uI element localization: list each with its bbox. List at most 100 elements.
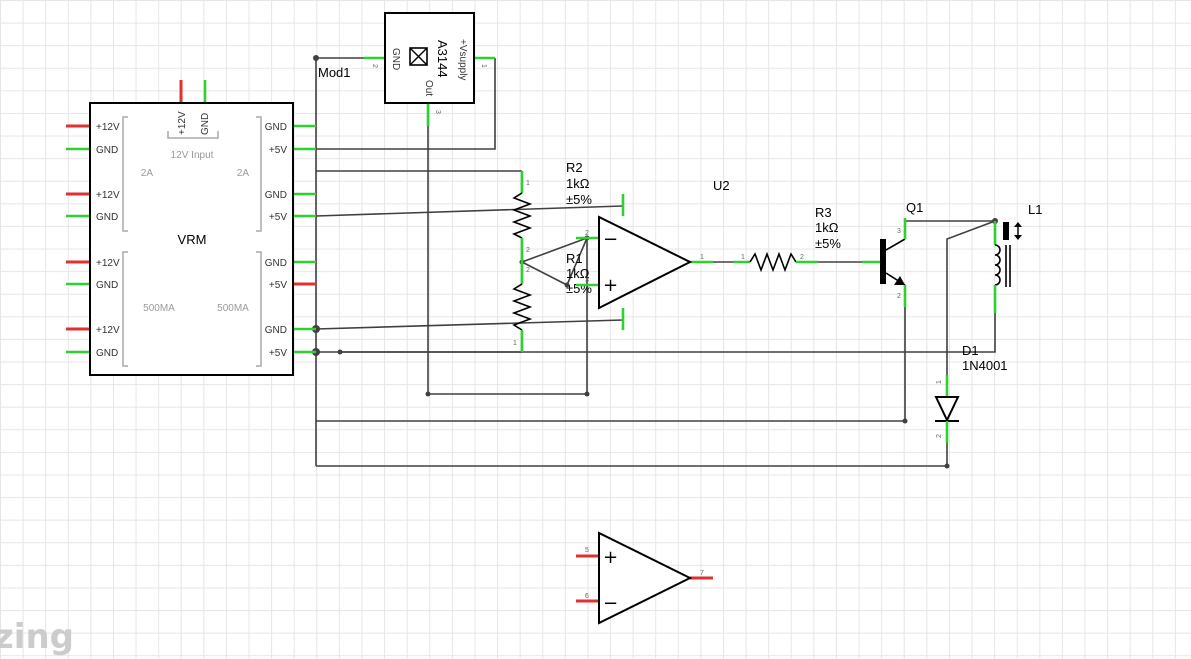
- vrm-left-pin-label: GND: [96, 145, 118, 156]
- mod1-pin-label: +Vsupply: [457, 39, 468, 80]
- d1-body[interactable]: [934, 396, 960, 423]
- r2-pin-number: 2: [526, 247, 530, 254]
- r1-pin-number: 1: [513, 340, 517, 347]
- u2-pin-number: 1: [700, 254, 704, 261]
- mod1-ref-label: Mod1: [318, 65, 351, 80]
- vrm-bracket: [256, 116, 262, 232]
- d1-diode[interactable]: 1 2 D1 1N4001: [934, 343, 1008, 443]
- junction-dot: [564, 282, 570, 288]
- wire-mod1-supply-to-5v[interactable]: [316, 58, 496, 150]
- vrm-body[interactable]: [89, 102, 294, 376]
- mod1-pin-number: 1: [480, 64, 487, 68]
- vrm-input-label: 12V Input: [171, 150, 214, 161]
- r3-pin-number: 2: [800, 254, 804, 261]
- vrm-group-label: 500MA: [143, 303, 175, 314]
- vrm-right-pin-label: +5V: [269, 280, 287, 291]
- wire-divider-to-minus[interactable]: [521, 237, 588, 263]
- u2b-pin-number: 5: [585, 547, 589, 554]
- u2b-opamp[interactable]: + − 5 6 7: [576, 531, 713, 625]
- mod1-pin-label: GND: [390, 48, 401, 70]
- r3-value-label: 1kΩ: [815, 220, 839, 235]
- r1-pin-number: 2: [526, 267, 530, 274]
- r1-resistor[interactable]: 2 1 R1 1kΩ ±5%: [511, 251, 592, 352]
- u2-opamp[interactable]: − + 2 3 1 U2: [576, 178, 730, 330]
- u2b-plus-symbol: +: [603, 547, 618, 568]
- mod1-pin-label: Out: [423, 80, 434, 96]
- wire-mod1-out[interactable]: [427, 126, 588, 395]
- d1-pin-number: 2: [936, 434, 943, 438]
- wire-collector-to-coil[interactable]: [904, 218, 995, 222]
- l1-arrow-icon: [1014, 222, 1022, 227]
- vrm-right-pin-label: GND: [265, 325, 287, 336]
- r3-resistor[interactable]: 1 2 R3 1kΩ ±5%: [733, 205, 841, 273]
- u2b-pin-number: 6: [585, 593, 589, 600]
- vrm-left-pin-label: GND: [96, 280, 118, 291]
- vrm-left-pin-label: +12V: [96, 325, 120, 336]
- vrm-group-label: 2A: [237, 168, 250, 179]
- mod1-body[interactable]: [384, 12, 475, 104]
- r2-resistor[interactable]: 1 2 R2 1kΩ ±5%: [511, 160, 592, 262]
- wire-vrm-gnd-to-opamp[interactable]: [315, 319, 624, 330]
- vrm-right-pin-label: +5V: [269, 348, 287, 359]
- vrm-top-pin-label: GND: [200, 113, 211, 135]
- vrm-ref-label: VRM: [178, 232, 207, 247]
- u2b-body[interactable]: [598, 531, 693, 625]
- d1-pin-number: 1: [936, 380, 943, 384]
- u2b-minus-symbol: −: [603, 593, 618, 614]
- l1-arrow-icon: [1014, 235, 1022, 240]
- vrm-group-label: 500MA: [217, 303, 249, 314]
- wire-vrm-5v-to-opamp[interactable]: [315, 205, 624, 217]
- q1-emitter-arrow: [894, 276, 905, 285]
- u2b-pin-number: 7: [700, 570, 704, 577]
- wire-coil-to-diode[interactable]: [946, 220, 996, 375]
- u2-body[interactable]: [598, 215, 693, 310]
- u2-pin-number: 3: [585, 277, 589, 284]
- mod1-pin-number: 3: [434, 110, 441, 114]
- mod1-part-label: A3144: [435, 40, 450, 78]
- d1-ref-label: D1: [962, 343, 979, 358]
- junction-dot: [425, 391, 431, 397]
- mod1-sensor-icon: [409, 47, 428, 66]
- vrm-left-pin-label: GND: [96, 212, 118, 223]
- mod1-sensor-icon: [409, 47, 428, 66]
- u2-plus-symbol: +: [603, 275, 618, 296]
- mod1-hall-sensor[interactable]: A3144 GND +Vsupply Out 2 1 3 Mod1: [318, 12, 495, 126]
- watermark-logo: zing: [0, 617, 74, 657]
- r2-tolerance-label: ±5%: [566, 192, 592, 207]
- r2-pin-number: 1: [526, 180, 530, 187]
- r3-pin-number: 1: [741, 254, 745, 261]
- q1-collector-lead: [885, 238, 906, 251]
- vrm-bracket: [122, 116, 128, 232]
- junction-dot: [313, 55, 319, 61]
- vrm-component[interactable]: +12V GND +12V GND +12V GND +12V GND GND …: [66, 80, 316, 376]
- vrm-bracket: [256, 251, 262, 367]
- q1-pin-number: 2: [897, 293, 901, 300]
- wire-emitter-return[interactable]: [316, 307, 906, 422]
- vrm-group-label: 2A: [141, 168, 154, 179]
- q1-pin-number: 3: [897, 228, 901, 235]
- u2-ref-label: U2: [713, 178, 730, 193]
- l1-ref-label: L1: [1028, 202, 1042, 217]
- vrm-bracket: [167, 131, 219, 139]
- vrm-right-pin-label: +5V: [269, 145, 287, 156]
- r3-tolerance-label: ±5%: [815, 236, 841, 251]
- u2-pin-number: 2: [585, 230, 589, 237]
- l1-relay-marker: [1003, 222, 1009, 240]
- l1-winding: [994, 244, 1001, 286]
- r1-ref-label: R1: [566, 251, 583, 266]
- r1-body[interactable]: [511, 283, 533, 331]
- r2-body[interactable]: [511, 192, 533, 239]
- junction-dot: [902, 418, 908, 424]
- wire-coil-bottom[interactable]: [947, 313, 996, 353]
- wire-diode-return[interactable]: [316, 443, 948, 467]
- junction-dot: [337, 349, 343, 355]
- vrm-bracket: [122, 251, 128, 367]
- vrm-right-pin-label: GND: [265, 258, 287, 269]
- mod1-pin-number: 2: [371, 64, 378, 68]
- vrm-left-pin-label: GND: [96, 348, 118, 359]
- q1-transistor[interactable]: 3 2 Q1: [862, 200, 923, 307]
- l1-coil[interactable]: L1: [993, 202, 1042, 313]
- q1-ref-label: Q1: [906, 200, 923, 215]
- r3-body[interactable]: [749, 251, 797, 273]
